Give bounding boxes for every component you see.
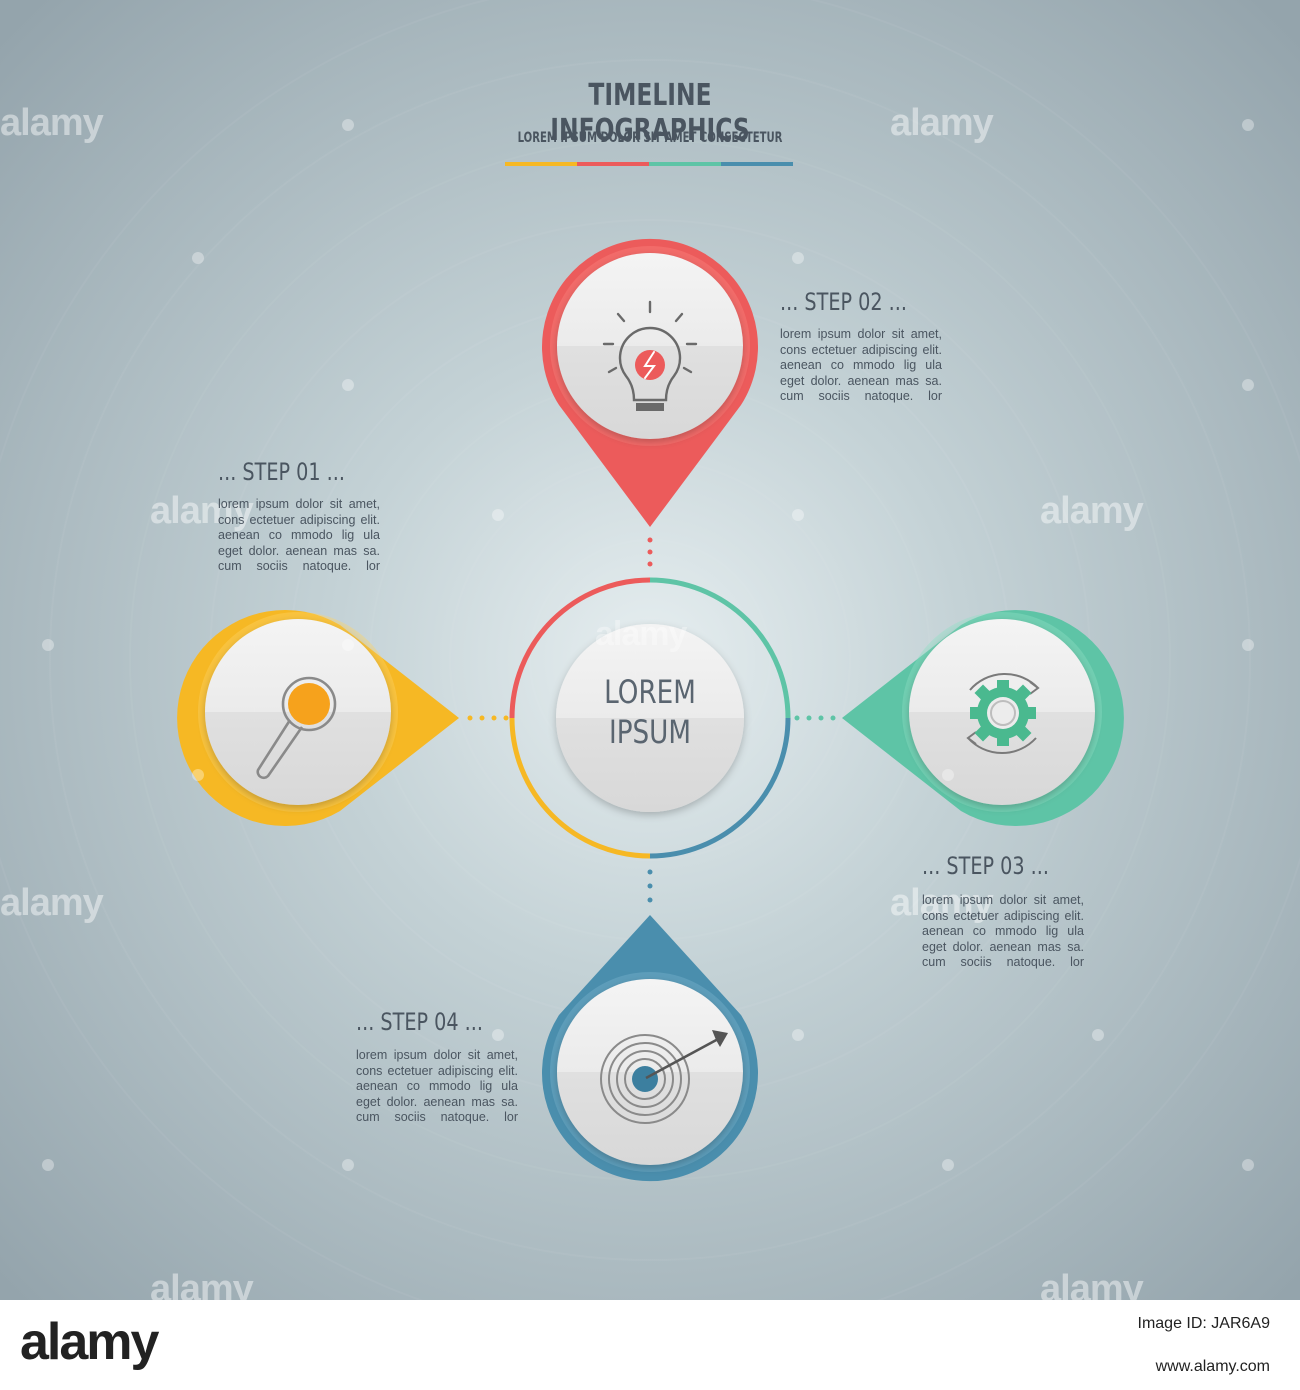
center-disc xyxy=(556,624,744,812)
center-label: LOREM IPSUM xyxy=(576,672,724,752)
step-04-heading: ... STEP 04 ... xyxy=(356,1008,483,1036)
step-03-heading: ... STEP 03 ... xyxy=(922,852,1049,880)
page-subtitle: LOREM IPSUM DOLOR SIT AMET CONSECTETUR xyxy=(517,130,783,146)
lightbulb-icon xyxy=(602,300,698,411)
step-02-heading: ... STEP 02 ... xyxy=(780,288,907,316)
alamy-logo: alamy xyxy=(20,1313,159,1371)
connector-dots xyxy=(467,537,836,903)
watermark: alamy xyxy=(890,102,994,144)
step-01-heading: ... STEP 01 ... xyxy=(218,458,345,486)
watermark-marks xyxy=(42,119,1254,1171)
center-ring xyxy=(509,577,791,859)
watermark: alamy xyxy=(150,490,254,532)
watermark: alamy xyxy=(1040,1268,1144,1300)
image-id: Image ID: JAR6A9 xyxy=(1137,1315,1271,1332)
step-01-body: lorem ipsum dolor sit amet, cons ectetue… xyxy=(218,497,380,574)
footer-bar: alamy Image ID: JAR6A9 www.alamy.com xyxy=(0,1300,1300,1390)
page-title: TIMELINE INFOGRAPHICS xyxy=(550,78,750,148)
step-03-body: lorem ipsum dolor sit amet, cons ectetue… xyxy=(922,893,1084,970)
gear-cycle-icon xyxy=(966,672,1040,755)
infographic-graphics xyxy=(0,0,1300,1300)
watermark: alamy xyxy=(0,882,104,924)
target-arrow-icon xyxy=(600,1030,728,1124)
watermark: alamy xyxy=(595,615,687,653)
magnifier-icon xyxy=(256,676,337,780)
step-04-body: lorem ipsum dolor sit amet, cons ectetue… xyxy=(356,1048,518,1125)
watermark: alamy xyxy=(150,1268,254,1300)
step-02-body: lorem ipsum dolor sit amet, cons ectetue… xyxy=(780,327,942,404)
title-color-bar xyxy=(505,162,793,166)
site-url: www.alamy.com xyxy=(1155,1358,1270,1375)
center-label-line2: IPSUM xyxy=(608,713,692,751)
center-label-line1: LOREM xyxy=(604,673,696,711)
watermark: alamy xyxy=(0,102,104,144)
infographic-canvas: alamy alamy alamy alamy alamy alamy alam… xyxy=(0,0,1300,1300)
step-02-pin xyxy=(542,238,758,527)
watermark: alamy xyxy=(1040,490,1144,532)
watermark: alamy xyxy=(890,882,994,924)
